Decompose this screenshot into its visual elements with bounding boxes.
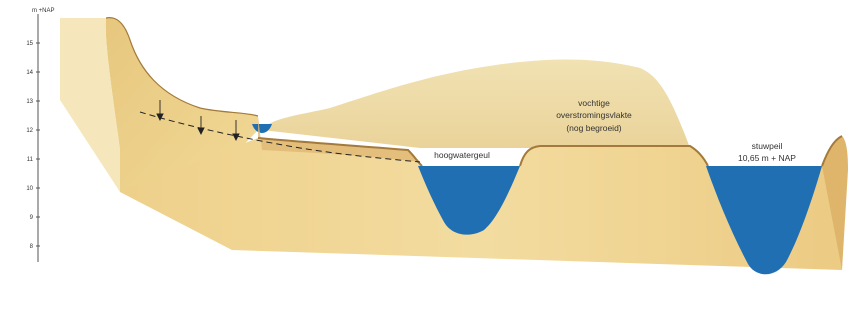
floodplain-hill (262, 60, 690, 148)
vochtige-label-line3: (nog begroeid) (566, 123, 621, 133)
axis-tick-label: 15 (26, 41, 33, 47)
vochtige-label-line2: overstromingsvlakte (556, 110, 632, 120)
axis-tick-label: 13 (26, 99, 33, 105)
hoogwatergeul-label: hoogwatergeul (434, 150, 490, 160)
axis-tick-label: 9 (30, 215, 34, 221)
axis-tick-label: 8 (30, 244, 34, 250)
stuwpeil-label-line1: stuwpeil (752, 141, 783, 151)
vochtige-label-line1: vochtige (578, 98, 610, 108)
axis-tick-label: 14 (26, 70, 33, 76)
stuwpeil-label-line2: 10,65 m + NAP (738, 153, 796, 163)
axis-tick-label: 11 (27, 157, 34, 163)
axis-tick-label: 12 (26, 128, 33, 134)
axis-unit-label: m +NAP (32, 8, 55, 14)
axis-tick-label: 10 (26, 186, 33, 192)
vertical-axis: m +NAP 15 14 13 12 11 10 9 8 (26, 8, 54, 262)
